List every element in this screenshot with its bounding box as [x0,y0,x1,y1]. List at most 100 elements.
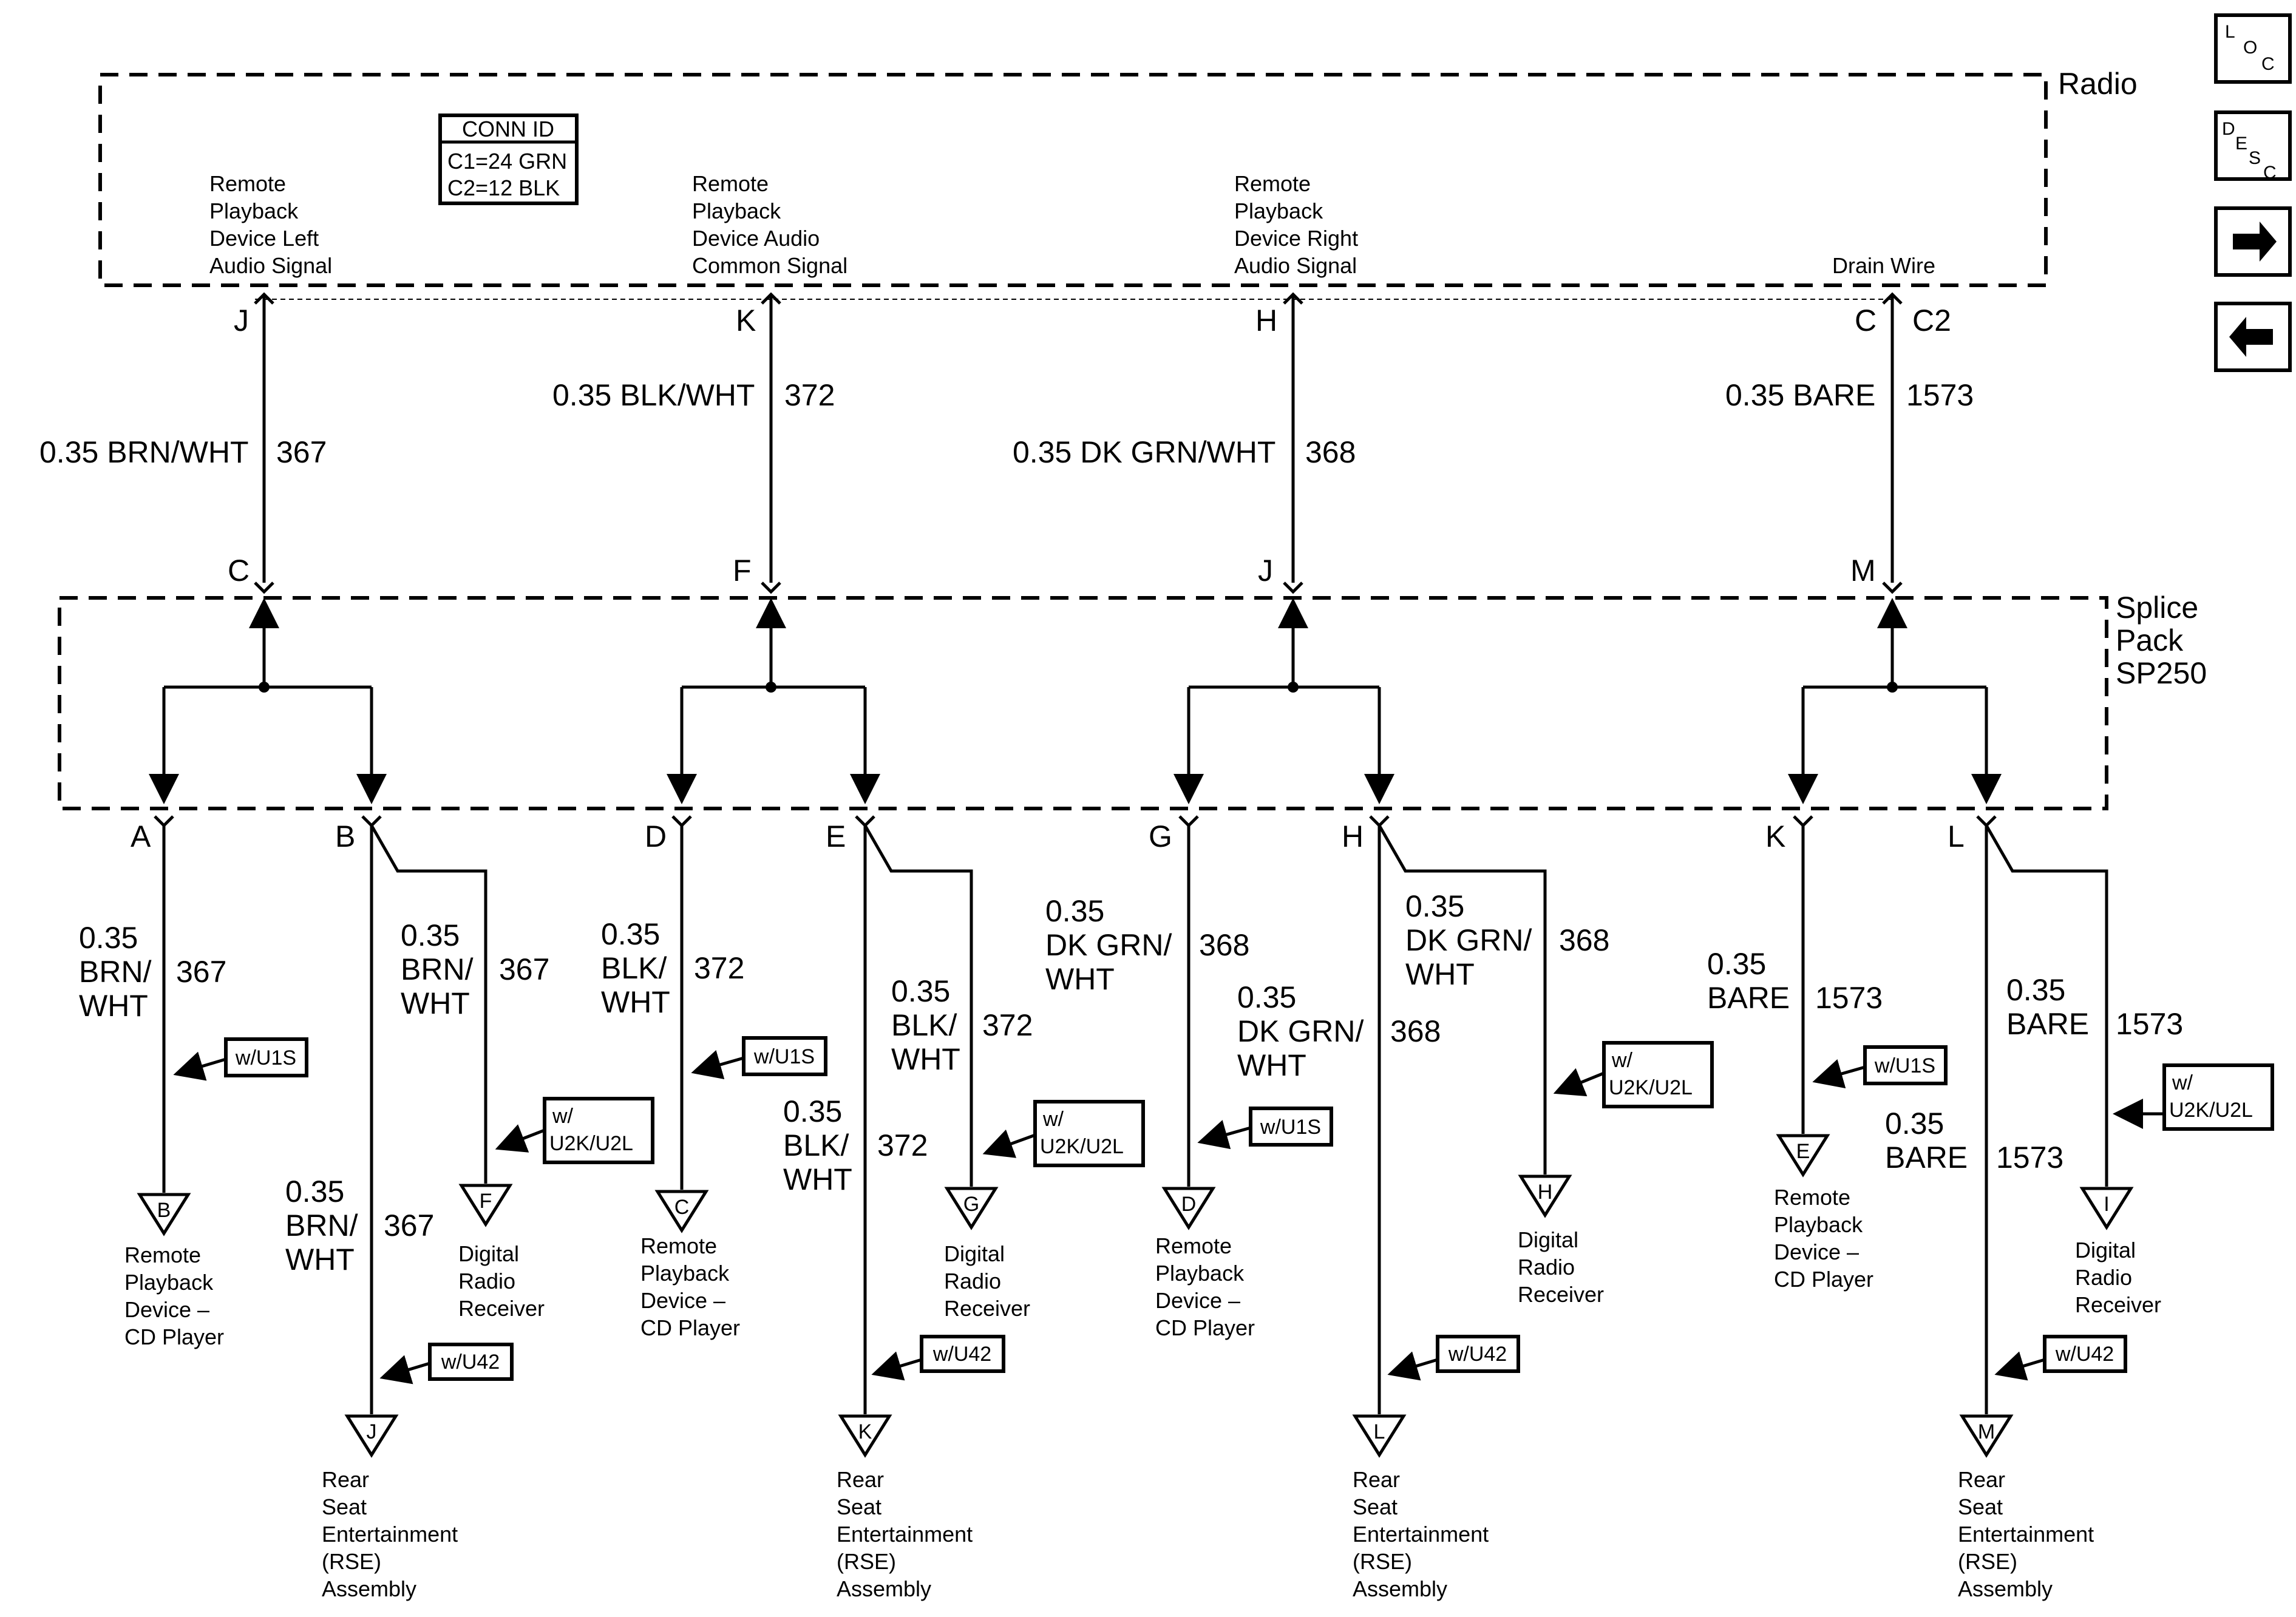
circuit-number: 368 [1390,1014,1441,1048]
splice-pin: H [1342,819,1364,853]
destination-label: Device – [640,1288,725,1313]
destination-label: Entertainment [837,1522,973,1547]
wire-color: 0.35 BARE [1725,378,1875,412]
wire-color: BRN/ [285,1209,358,1242]
connector-pin: I [2104,1193,2109,1216]
circuit-number: 367 [384,1209,434,1242]
circuit-number: 1573 [1815,981,1883,1015]
connector-triangle [137,1193,191,1236]
splice-pin: F [733,554,752,588]
radio-pin-description: Remote Playback Device Audio Common Sign… [692,171,847,278]
destination-label: Playback [1155,1261,1245,1286]
destination-label: Remote [1774,1185,1850,1210]
circuit-number: 372 [694,951,744,985]
wire-color: 0.35 [1237,980,1296,1014]
option-label: w/U42 [2055,1343,2114,1366]
splice-pin: M [1850,554,1876,588]
destination-label: Rear [837,1467,884,1492]
branch-1573-dr: 0.35 BARE 1573 w/ U2K/U2L I Digital Radi… [1985,824,2274,1317]
option-label: w/U1S [235,1046,296,1070]
svg-text:Playback: Playback [1234,198,1323,223]
destination-label: Digital [2075,1238,2136,1263]
option-box [428,1343,514,1381]
wire-color: 0.35 [285,1175,344,1209]
branch-368-g: G 0.35 DK GRN/ WHT 368 w/U1S D Remote Pl… [1045,815,1333,1340]
destination-label: Playback [1774,1212,1863,1237]
option-label: U2K/U2L [1040,1135,1124,1158]
wire-color: 0.35 [601,917,660,951]
destination-label: Rear [1353,1467,1400,1492]
connector-triangle [1518,1175,1572,1218]
svg-text:Remote: Remote [209,171,286,196]
radio-pin: H [1255,303,1277,337]
splice-pin: K [1765,819,1785,853]
splice-internal-372 [667,598,880,804]
wire-color: BARE [1885,1141,1968,1175]
splice-pack-box [58,596,2108,810]
svg-text:Audio Signal: Audio Signal [209,253,332,278]
circuit-367-trunk: J 0.35 BRN/WHT 367 C [39,292,327,594]
loc-button[interactable]: L O C [2214,13,2292,84]
branch-367-a: A 0.35 BRN/ WHT 367 w/U1S B Remote Playb… [79,815,308,1349]
svg-text:Remote: Remote [692,171,769,196]
svg-text:S: S [2249,148,2261,168]
splice-internal-367 [149,598,387,804]
conn-id-title: CONN ID [462,117,554,141]
svg-text:C: C [2263,163,2277,183]
conn-id-table: CONN ID C1=24 GRN C2=12 BLK [438,114,579,205]
option-label: w/ [552,1105,574,1128]
svg-text:Audio Signal: Audio Signal [1234,253,1357,278]
wire-color: WHT [401,986,470,1020]
option-label: U2K/U2L [2169,1099,2253,1122]
destination-label: (RSE) [837,1549,896,1574]
desc-button[interactable]: D E S C [2214,110,2292,183]
wire-color: 0.35 BRN/WHT [39,435,249,469]
connector-triangle [654,1190,709,1233]
destination-label: Entertainment [1958,1522,2094,1547]
circuit-number: 372 [784,378,835,412]
destination-label: Device – [1155,1288,1240,1313]
option-label: w/ [1611,1049,1633,1072]
wire-color: BARE [2006,1007,2089,1041]
wire-color: 0.35 BLK/WHT [552,378,755,412]
svg-text:L: L [2225,22,2235,42]
destination-label: CD Player [640,1315,740,1340]
destination-label: Digital [458,1241,519,1266]
option-box [1863,1045,1948,1085]
radio-label: Radio [2058,67,2138,101]
destination-label: Radio [458,1269,515,1293]
destination-label: Seat [322,1494,367,1519]
destination-label: Assembly [1958,1576,2053,1601]
branch-367-b: B 0.35 BRN/ WHT 367 w/U42 J Rear Seat En… [285,815,514,1601]
radio-pin: C [1855,303,1877,337]
branch-372-d: D 0.35 BLK/ WHT 372 w/U1S C Remote Playb… [601,815,827,1340]
connector-pin: J [367,1420,377,1443]
circuit-number: 1573 [1906,378,1974,412]
destination-label: Entertainment [1353,1522,1489,1547]
svg-text:Playback: Playback [692,198,781,223]
connector-pin: C [674,1196,690,1219]
wire-color: DK GRN/ [1045,928,1172,962]
destination-label: Receiver [944,1296,1030,1321]
conn-id-line: C1=24 GRN [447,149,567,174]
destination-label: Receiver [1518,1282,1604,1307]
destination-label: (RSE) [322,1549,381,1574]
connector-pin: B [157,1199,171,1222]
connector-triangle [1352,1414,1407,1458]
left-arrow-icon [2229,317,2273,357]
connector-triangle [1161,1187,1216,1230]
prev-button[interactable] [2214,302,2292,372]
next-button[interactable] [2214,206,2292,277]
circuit-number: 368 [1199,928,1249,962]
circuit-1573-trunk: C C2 0.35 BARE 1573 M [1725,292,1974,594]
destination-label: Seat [1958,1494,2003,1519]
destination-label: (RSE) [1958,1549,2017,1574]
radio-pin: K [736,303,756,337]
circuit-number: 367 [276,435,327,469]
option-label: w/U42 [441,1351,500,1374]
destination-label: CD Player [124,1324,224,1349]
wire-color: 0.35 [2006,973,2065,1007]
svg-text:Device Right: Device Right [1234,226,1358,251]
svg-text:D: D [2222,119,2235,139]
